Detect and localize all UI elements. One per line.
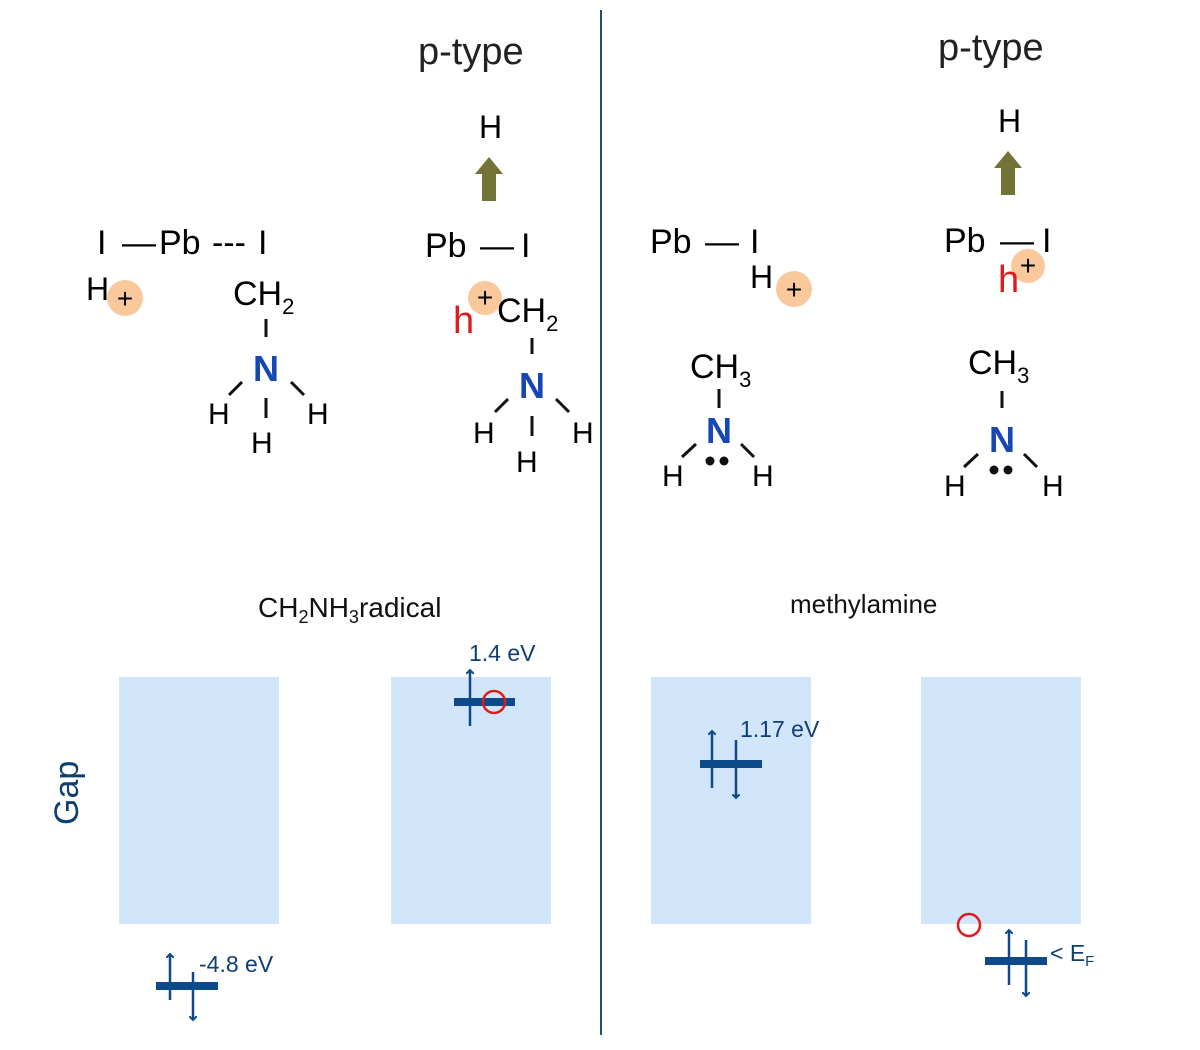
hydrogen-left: H <box>944 470 966 503</box>
ch3-group: CH3 <box>690 348 751 392</box>
proton-hydrogen: H <box>86 271 109 307</box>
hydrogen-left: H <box>662 460 684 493</box>
level-bar <box>985 957 1047 965</box>
hole-circle-icon <box>481 689 507 715</box>
hydrogen-right: H <box>572 417 594 450</box>
level-bar <box>454 698 515 706</box>
up-arrow-icon <box>994 151 1022 195</box>
bond-n-h-left <box>227 380 244 397</box>
band-gap-region <box>921 677 1081 924</box>
positive-charge-sign: + <box>1020 250 1036 281</box>
radical-label: CH2NH3radical <box>258 592 441 627</box>
positive-charge-bubble <box>1011 249 1045 283</box>
hydrogen-bottom: H <box>251 427 273 460</box>
bond-n-h-right <box>289 380 306 397</box>
level-energy-label: 1.4 eV <box>469 640 536 666</box>
panel-2-structure: p-type H Pb — I h + CH2 N H H H <box>418 31 594 479</box>
iodine-atom: I <box>1042 222 1051 260</box>
hydrogen-left: H <box>208 398 230 431</box>
energy-level-3: 1.17 eV <box>700 716 820 798</box>
bond-pb-i: — <box>705 223 739 261</box>
bond-pb-i: — <box>480 227 514 265</box>
positive-charge-sign: + <box>786 274 802 305</box>
iodine-right: I <box>258 224 267 262</box>
lone-pair-dot <box>705 456 715 466</box>
level-energy-label: 1.17 eV <box>740 716 820 742</box>
level-bar <box>700 760 762 768</box>
positive-charge-sign: + <box>117 283 133 314</box>
lone-pair-dot <box>1003 465 1013 475</box>
energy-level-2: 1.4 eV <box>454 640 536 726</box>
fermi-level-label: < EF <box>1050 940 1094 970</box>
up-arrow-icon <box>475 157 503 201</box>
hydrogen-top: H <box>479 109 502 145</box>
hole-label: h <box>998 259 1019 301</box>
hydrogen-left: H <box>473 417 495 450</box>
ch3-group: CH3 <box>968 344 1029 388</box>
hydrogen-right: H <box>752 460 774 493</box>
lead-atom: Pb <box>650 223 692 261</box>
iodine-atom: I <box>521 227 530 265</box>
band-gap-region <box>651 677 811 924</box>
hydrogen-bottom: H <box>516 446 538 479</box>
nitrogen-atom: N <box>706 410 732 451</box>
positive-charge-bubble <box>468 281 502 315</box>
positive-charge-sign: + <box>477 282 493 313</box>
nitrogen-atom: N <box>519 365 545 406</box>
ch2-group: CH2 <box>233 275 294 319</box>
bond-n-h-right <box>554 397 571 414</box>
lone-pair-dot <box>989 465 999 475</box>
bond-i-pb: — <box>122 224 156 262</box>
hydrogen-right: H <box>1042 470 1064 503</box>
gap-axis-label: Gap <box>48 761 86 825</box>
bond-n-h-left <box>962 452 980 469</box>
positive-charge-bubble <box>107 280 143 316</box>
bond-n-h-right <box>1022 452 1039 469</box>
lead-atom: Pb <box>159 224 201 262</box>
panel-2-title: p-type <box>418 31 524 73</box>
hole-circle-icon <box>956 912 982 938</box>
positive-charge-bubble <box>776 271 812 307</box>
nitrogen-atom: N <box>989 419 1015 460</box>
level-bar <box>156 982 218 990</box>
panel-4-title: p-type <box>938 27 1044 69</box>
energy-level-4: < EF <box>956 912 1094 996</box>
iodine-atom: I <box>750 223 759 261</box>
bond-n-h-right <box>739 442 756 459</box>
proton-hydrogen: H <box>750 259 773 295</box>
bond-n-h-left <box>493 397 510 414</box>
iodine-left: I <box>97 224 106 262</box>
hydrogen-top: H <box>998 103 1021 139</box>
panel-3-structure: Pb — I H + CH3 N H H <box>650 223 812 493</box>
hole-label: h <box>453 300 474 342</box>
bond-pb-i-dashed: --- <box>212 224 246 262</box>
bond-n-h-left <box>680 442 698 459</box>
methylamine-label: methylamine <box>790 589 937 619</box>
panel-1-structure: I — Pb --- I H + CH2 N H H H <box>86 224 329 460</box>
hydrogen-right: H <box>307 398 329 431</box>
panel-4-structure: p-type H Pb — I h + CH3 N H H <box>938 27 1064 503</box>
lead-atom: Pb <box>944 222 986 260</box>
nitrogen-atom: N <box>253 348 279 389</box>
ch2-group: CH2 <box>497 292 558 336</box>
energy-level-1: -4.8 eV <box>156 951 274 1020</box>
level-energy-label: -4.8 eV <box>199 951 274 977</box>
band-gap-region <box>119 677 279 924</box>
lone-pair-dot <box>719 456 729 466</box>
lead-atom: Pb <box>425 227 467 265</box>
